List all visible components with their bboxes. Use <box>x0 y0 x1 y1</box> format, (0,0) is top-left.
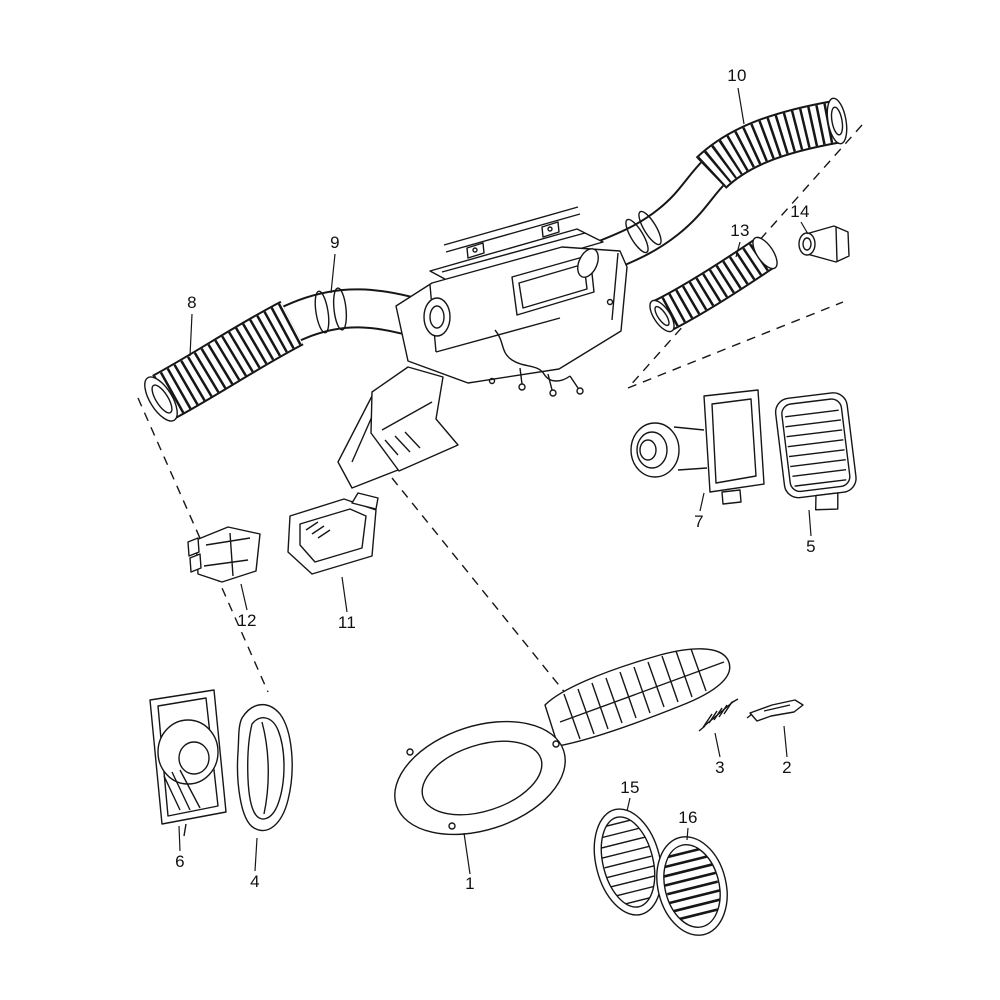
part-label-7: 7 <box>694 512 704 531</box>
duct-7-flange <box>703 389 765 493</box>
spring-3 <box>698 698 739 732</box>
leader-6 <box>178 825 181 852</box>
duct-7 <box>630 389 765 505</box>
leader-7 <box>699 492 705 512</box>
duct-11 <box>287 492 379 575</box>
part-label-13: 13 <box>730 221 750 240</box>
duct-1 <box>394 648 731 836</box>
leader-5 <box>808 509 812 537</box>
part-label-12: 12 <box>237 611 257 630</box>
heater-assembly <box>337 206 628 489</box>
hose-8-corrugated <box>144 288 437 422</box>
leader-9 <box>330 253 336 294</box>
leader-16 <box>686 827 689 841</box>
assembly-window <box>511 254 595 316</box>
assembly-left-port <box>423 297 451 337</box>
vent-15 <box>593 808 663 916</box>
assembly-lower-panel <box>370 366 459 472</box>
hose-13-corrugated <box>649 236 778 333</box>
part-label-16: 16 <box>678 808 698 827</box>
duct-7-inlet <box>630 422 680 478</box>
leader-lines <box>178 87 812 875</box>
leader-8 <box>189 313 193 357</box>
part-label-1: 1 <box>465 874 475 893</box>
part-label-6: 6 <box>175 852 185 871</box>
leader-10 <box>737 87 745 125</box>
wiring-harness <box>494 329 571 382</box>
part-label-14: 14 <box>790 202 810 221</box>
sleeve-9 <box>314 287 348 334</box>
part-label-4: 4 <box>250 872 260 891</box>
leader-1 <box>463 832 471 875</box>
leader-4 <box>254 837 258 872</box>
part-label-5: 5 <box>806 537 816 556</box>
leader-11 <box>341 576 348 613</box>
leader-2 <box>783 725 788 758</box>
part-label-2: 2 <box>782 758 792 777</box>
dashed-line <box>391 477 567 695</box>
hose-8-open-end <box>144 376 178 422</box>
part-label-15: 15 <box>620 778 640 797</box>
part-label-9: 9 <box>330 233 340 252</box>
vent-16 <box>656 836 728 936</box>
grommet-14 <box>798 225 850 263</box>
clip-2 <box>746 699 804 722</box>
hose-10-corrugated <box>590 97 848 275</box>
duct-1-opening <box>394 720 566 836</box>
leader-3 <box>714 732 721 758</box>
leader-15 <box>626 797 631 812</box>
part-label-3: 3 <box>715 758 725 777</box>
vent-5 <box>774 392 857 511</box>
part-label-8: 8 <box>187 293 197 312</box>
housing-6-opening <box>157 719 219 785</box>
bracket-12 <box>187 526 261 583</box>
cover-4 <box>236 704 293 832</box>
part-label-10: 10 <box>727 66 747 85</box>
housing-6 <box>149 689 227 837</box>
leader-14 <box>800 221 809 235</box>
dashed-line <box>627 301 844 389</box>
part-label-11: 11 <box>337 613 357 632</box>
leader-12 <box>240 583 248 611</box>
leader-13 <box>735 241 741 258</box>
assembly-right-port <box>577 248 599 278</box>
duct-1-grille <box>544 648 731 747</box>
